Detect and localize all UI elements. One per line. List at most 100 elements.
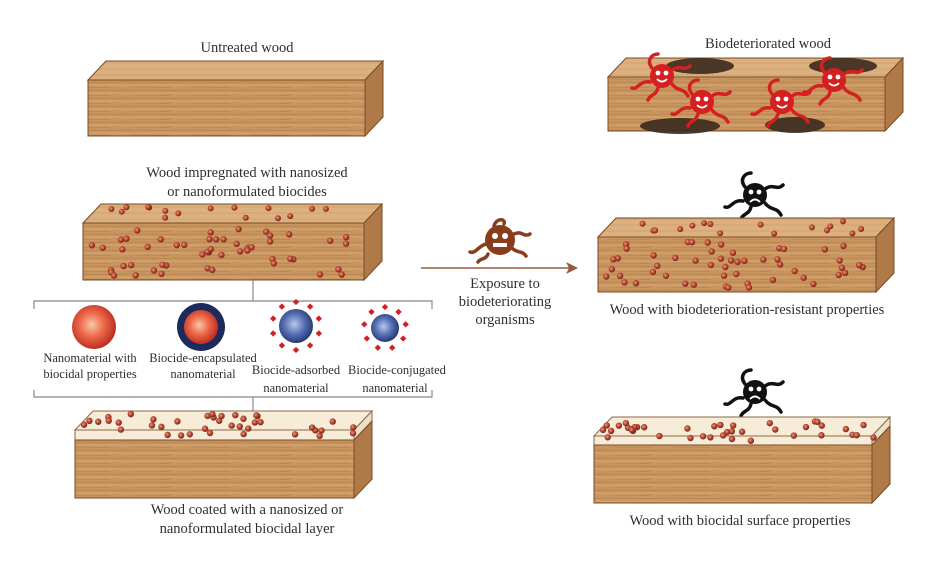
organism-eye [756,386,762,392]
particle [110,272,118,279]
particle [120,262,127,270]
particle [677,226,684,233]
particle [216,417,223,424]
particle [701,220,708,227]
nanomaterial-encapsulated: Biocide-encapsulated nanomaterial [149,303,258,381]
particle [771,230,778,237]
particle [727,257,735,264]
particle [870,434,877,441]
particle [757,221,764,228]
particle [623,245,630,252]
organism-legs [723,368,785,418]
organism-frown [749,198,761,203]
particle [720,272,728,279]
particle [860,421,867,429]
surface-wood-block [592,415,892,505]
particle [687,434,694,442]
sad-organism-icon [723,368,785,418]
particle [640,424,648,431]
particle [117,236,125,243]
biodeteriorated-wood-block [606,52,905,134]
organism-eye [748,386,754,392]
particle [616,272,624,280]
particle [162,207,169,214]
biocide-dot [269,315,277,322]
coating-particles [599,418,877,444]
particle [690,281,698,288]
particle [853,431,860,439]
particle [835,271,842,279]
particle [717,230,724,237]
particle [810,280,817,288]
particle [158,270,165,278]
biocide-dot [306,303,314,310]
particle [841,269,849,277]
organism-eye [783,96,789,102]
particle [342,233,350,241]
particle [776,245,783,252]
organism-legs [802,56,864,106]
particle [734,258,741,266]
biocide-particles [603,218,866,291]
particle [741,257,748,265]
blue-nanosphere-icon [371,314,399,342]
particle [717,421,724,429]
particle [711,423,718,430]
particle [150,267,158,274]
particle [218,412,225,420]
particle [622,419,630,427]
happy-organisms [630,52,864,128]
particle [144,243,151,251]
particle [134,227,141,234]
particle [99,244,106,251]
biocide-dot [368,308,375,316]
particle [105,417,112,424]
particle [772,426,779,433]
particle [245,425,252,432]
particle [207,205,214,212]
particle [309,205,316,212]
particle [656,432,663,440]
particle [338,271,345,278]
nano-label-1a: Nanomaterial with [43,351,137,365]
particle [148,422,156,429]
particle [322,205,329,212]
decay-patches [640,58,877,134]
nano-label-2a: Biocide-encapsulated [149,351,257,365]
particle [233,240,240,248]
sad-organism-icon [723,171,785,221]
particle [608,266,616,273]
particle [717,241,725,248]
biocide-dot [315,315,323,322]
particle [242,214,249,221]
happy-organism-icon [670,78,732,128]
coated-wood-block [73,409,374,500]
biocide-dot [306,342,314,349]
label-exposure-line3: organisms [475,312,535,328]
particle [108,206,115,213]
biocide-dot [292,346,300,354]
particle [790,432,798,439]
arrow-right-icon [421,262,578,274]
organism-frown [749,395,761,400]
organism-body [743,183,767,207]
particle [615,422,623,429]
organism-body [650,64,674,88]
particle [350,424,357,431]
particle [186,431,193,438]
particle [257,418,264,426]
biocide-dot [381,303,389,311]
particle [251,419,259,426]
particle [209,266,216,274]
particle [88,242,96,249]
particle [662,272,670,279]
particle [760,256,767,263]
nanomaterial-bracket [33,280,433,417]
particle [132,272,139,279]
particle [639,220,646,227]
biocide-dot [269,330,277,337]
particle [684,425,691,432]
biocide-dot [400,335,407,342]
label-coated-line1: Wood coated with a nanosized or [151,502,344,518]
